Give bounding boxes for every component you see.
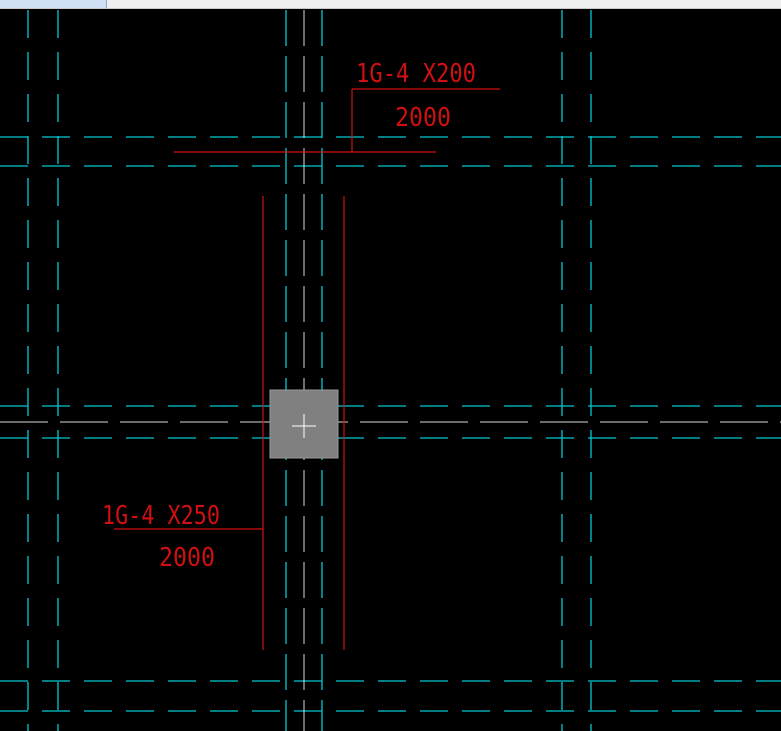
window-top-bar (0, 0, 781, 9)
annotations: 1G-4 X200 2000 1G-4 X250 2000 (102, 59, 476, 573)
central-beam (285, 10, 323, 731)
left-length-label[interactable]: 2000 (159, 543, 215, 573)
active-tab[interactable] (0, 0, 107, 8)
top-length-label[interactable]: 2000 (395, 103, 451, 133)
drawing-svg[interactable]: 1G-4 X200 2000 1G-4 X250 2000 (0, 9, 781, 731)
beam-grid (0, 10, 781, 731)
rebar-lines (114, 88, 500, 650)
top-rebar-label[interactable]: 1G-4 X200 (356, 59, 476, 89)
cad-drawing-canvas[interactable]: 1G-4 X200 2000 1G-4 X250 2000 (0, 9, 781, 731)
cursor-crosshair (292, 414, 316, 438)
left-rebar-label[interactable]: 1G-4 X250 (102, 501, 220, 531)
